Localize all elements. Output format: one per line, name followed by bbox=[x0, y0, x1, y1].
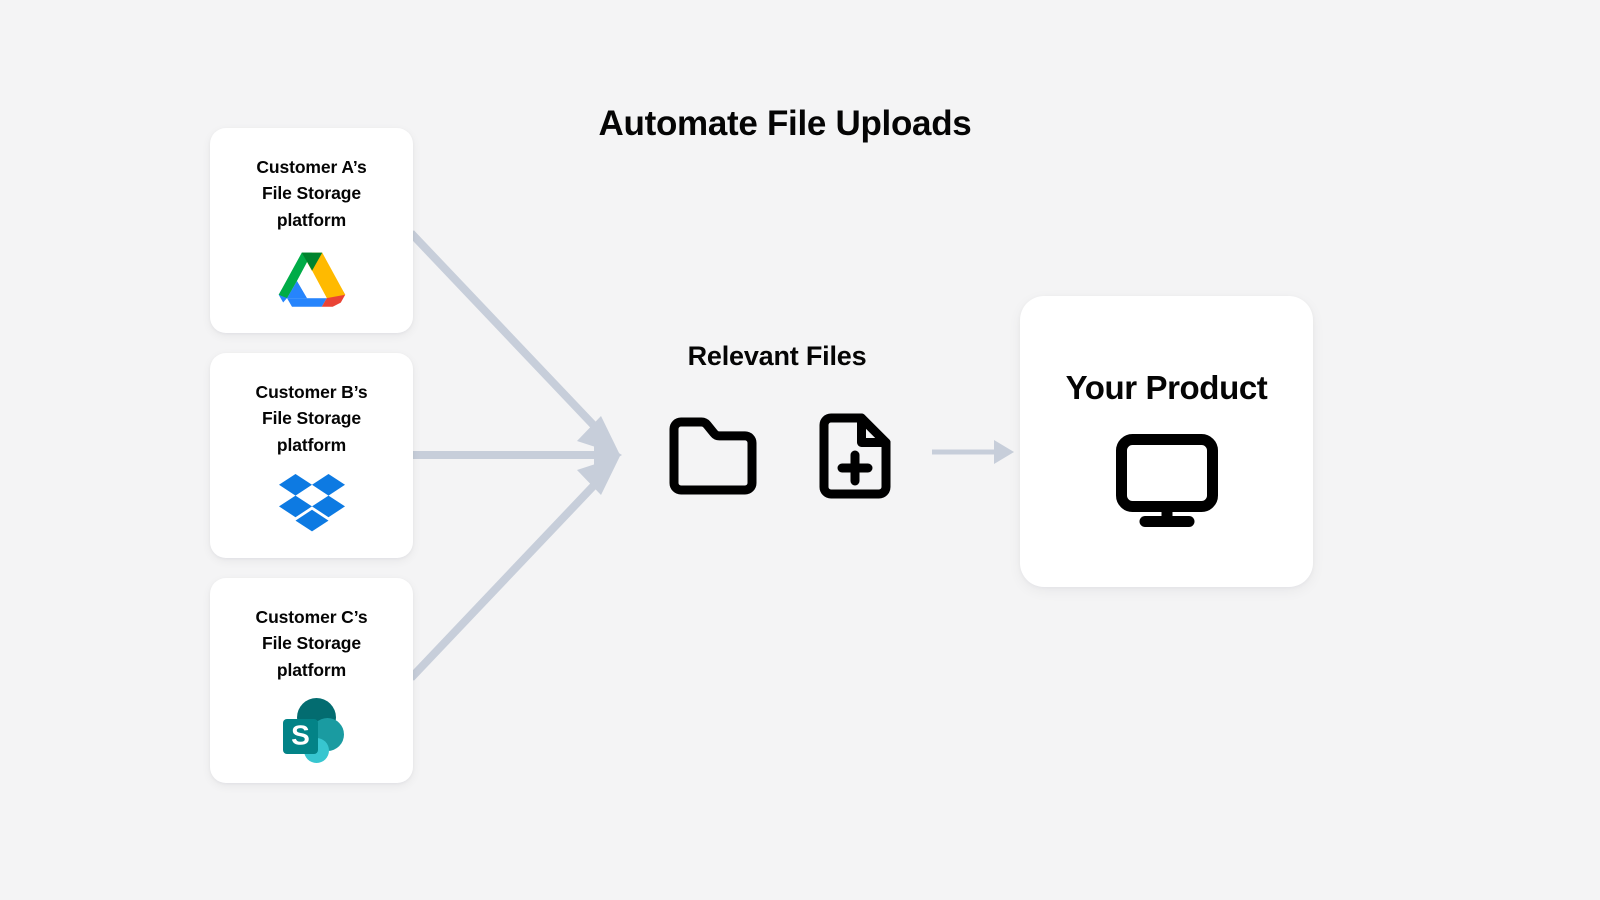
your-product-title: Your Product bbox=[1065, 369, 1268, 406]
monitor-icon bbox=[1115, 433, 1219, 529]
folder-icon bbox=[667, 415, 759, 502]
arrow-to-your-product bbox=[932, 440, 1014, 464]
source-card-label: Customer C’s File Storage platform bbox=[228, 604, 396, 683]
source-label-line-2: File Storage bbox=[262, 408, 361, 429]
source-label-line-2: File Storage bbox=[262, 183, 361, 204]
source-card-customer-b[interactable]: Customer B’s File Storage platform bbox=[210, 353, 413, 558]
source-label-line-1: Customer C’s bbox=[255, 607, 368, 627]
relevant-files-icons bbox=[655, 408, 905, 508]
source-card-customer-c[interactable]: Customer C’s File Storage platform S bbox=[210, 578, 413, 783]
sharepoint-icon: S bbox=[276, 697, 348, 763]
source-label-line-3: platform bbox=[276, 659, 347, 680]
source-label-line-3: platform bbox=[276, 209, 347, 230]
your-product-card[interactable]: Your Product bbox=[1020, 296, 1313, 587]
source-card-label: Customer B’s File Storage platform bbox=[228, 379, 396, 458]
sharepoint-letter: S bbox=[291, 719, 310, 750]
arrow-from-customer-c bbox=[408, 456, 620, 681]
source-label-line-3: platform bbox=[276, 434, 347, 455]
source-card-customer-a[interactable]: Customer A’s File Storage platform bbox=[210, 128, 413, 333]
source-label-line-1: Customer A’s bbox=[256, 157, 367, 177]
source-label-line-2: File Storage bbox=[262, 633, 361, 654]
source-label-line-1: Customer B’s bbox=[255, 382, 368, 402]
source-card-label: Customer A’s File Storage platform bbox=[228, 154, 396, 233]
relevant-files-title: Relevant Files bbox=[687, 341, 867, 371]
google-drive-icon bbox=[276, 247, 348, 313]
dropbox-icon bbox=[276, 472, 348, 538]
file-add-icon bbox=[817, 413, 893, 504]
page-title: Automate File Uploads bbox=[598, 104, 972, 143]
arrow-from-customer-a bbox=[408, 230, 620, 455]
arrow-from-customer-b bbox=[411, 438, 622, 472]
